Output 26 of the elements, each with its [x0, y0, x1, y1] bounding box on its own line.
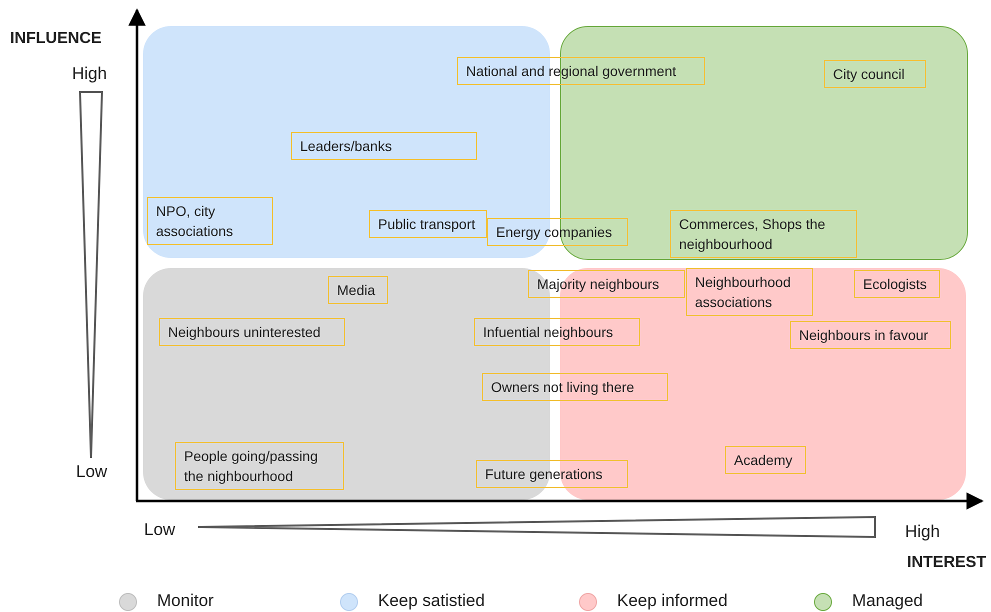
- axis-label: Low: [76, 462, 108, 482]
- axis-title: INFLUENCE: [10, 30, 102, 48]
- stakeholder-box: Academy: [725, 446, 806, 474]
- axis-title: INTEREST: [907, 554, 986, 572]
- stakeholder-box: Neighbours uninterested: [159, 318, 345, 346]
- stakeholder-box: Infuential neighbours: [474, 318, 640, 346]
- legend-label: Managed: [852, 591, 923, 611]
- stakeholder-box: Media: [328, 276, 388, 304]
- legend-label: Keep informed: [617, 591, 728, 611]
- stakeholder-box: NPO, city associations: [147, 197, 273, 245]
- stakeholder-box: Ecologists: [854, 270, 940, 298]
- axis-label: High: [905, 522, 940, 542]
- axis-label: High: [72, 64, 107, 84]
- legend-label: Monitor: [157, 591, 214, 611]
- stakeholder-box: Leaders/banks: [291, 132, 477, 160]
- stakeholder-box: Neighbourhood associations: [686, 268, 813, 316]
- stakeholder-box: Future generations: [476, 460, 628, 488]
- legend-label: Keep satistied: [378, 591, 485, 611]
- stakeholder-box: City council: [824, 60, 926, 88]
- stakeholder-box: Neighbours in favour: [790, 321, 951, 349]
- axis-label: Low: [144, 520, 176, 540]
- stakeholder-box: Majority neighbours: [528, 270, 685, 298]
- stakeholder-box: Commerces, Shops the neighbourhood: [670, 210, 857, 258]
- stakeholder-box: People going/passing the nighbourhood: [175, 442, 344, 490]
- stakeholder-box: Owners not living there: [482, 373, 668, 401]
- stakeholder-box: Public transport: [369, 210, 487, 238]
